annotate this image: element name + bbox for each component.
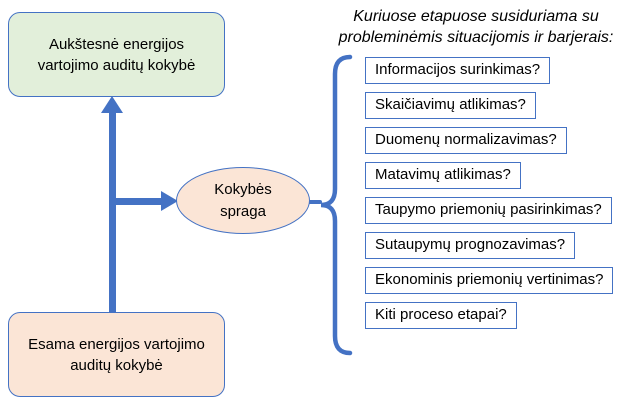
stage-item-sutaupymu: Sutaupymų prognozavimas? [365,232,576,259]
question-title: Kuriuose etapuose susiduriama su problem… [310,6,642,48]
question-title-line1: Kuriuose etapuose susiduriama su [353,8,599,25]
gap-ellipse-label: Kokybės spraga [214,180,272,220]
ellipse-to-brace-connector [306,200,322,204]
gap-ellipse: Kokybės spraga [176,167,310,234]
stage-item-duomenu: Duomenų normalizavimas? [365,127,567,154]
question-title-line2: probleminėmis situacijomis ir barjerais: [338,29,614,47]
bottom-box: Esama energijos vartojimo auditų kokybė [8,312,225,397]
stage-item-informacijos: Informacijos surinkimas? [365,57,551,84]
right-arrow-head-icon [161,191,178,211]
up-arrow-shaft [109,112,116,313]
stage-item-matavimu: Matavimų atlikimas? [365,162,521,189]
top-box: Aukštesnė energijos vartojimo auditų kok… [8,12,225,97]
left-brace-icon [320,54,353,356]
bottom-box-label: Esama energijos vartojimo auditų kokybė [28,335,205,374]
top-box-label: Aukštesnė energijos vartojimo auditų kok… [37,35,196,74]
stage-list: Informacijos surinkimas? Skaičiavimų atl… [365,57,614,329]
right-arrow-shaft [112,198,162,205]
up-arrow-head-icon [101,96,123,113]
stage-item-ekonominis: Ekonominis priemonių vertinimas? [365,267,614,294]
stage-item-taupymo: Taupymo priemonių pasirinkimas? [365,197,612,224]
stage-item-kiti: Kiti proceso etapai? [365,302,517,329]
stage-item-skaiciavimu: Skaičiavimų atlikimas? [365,92,536,119]
